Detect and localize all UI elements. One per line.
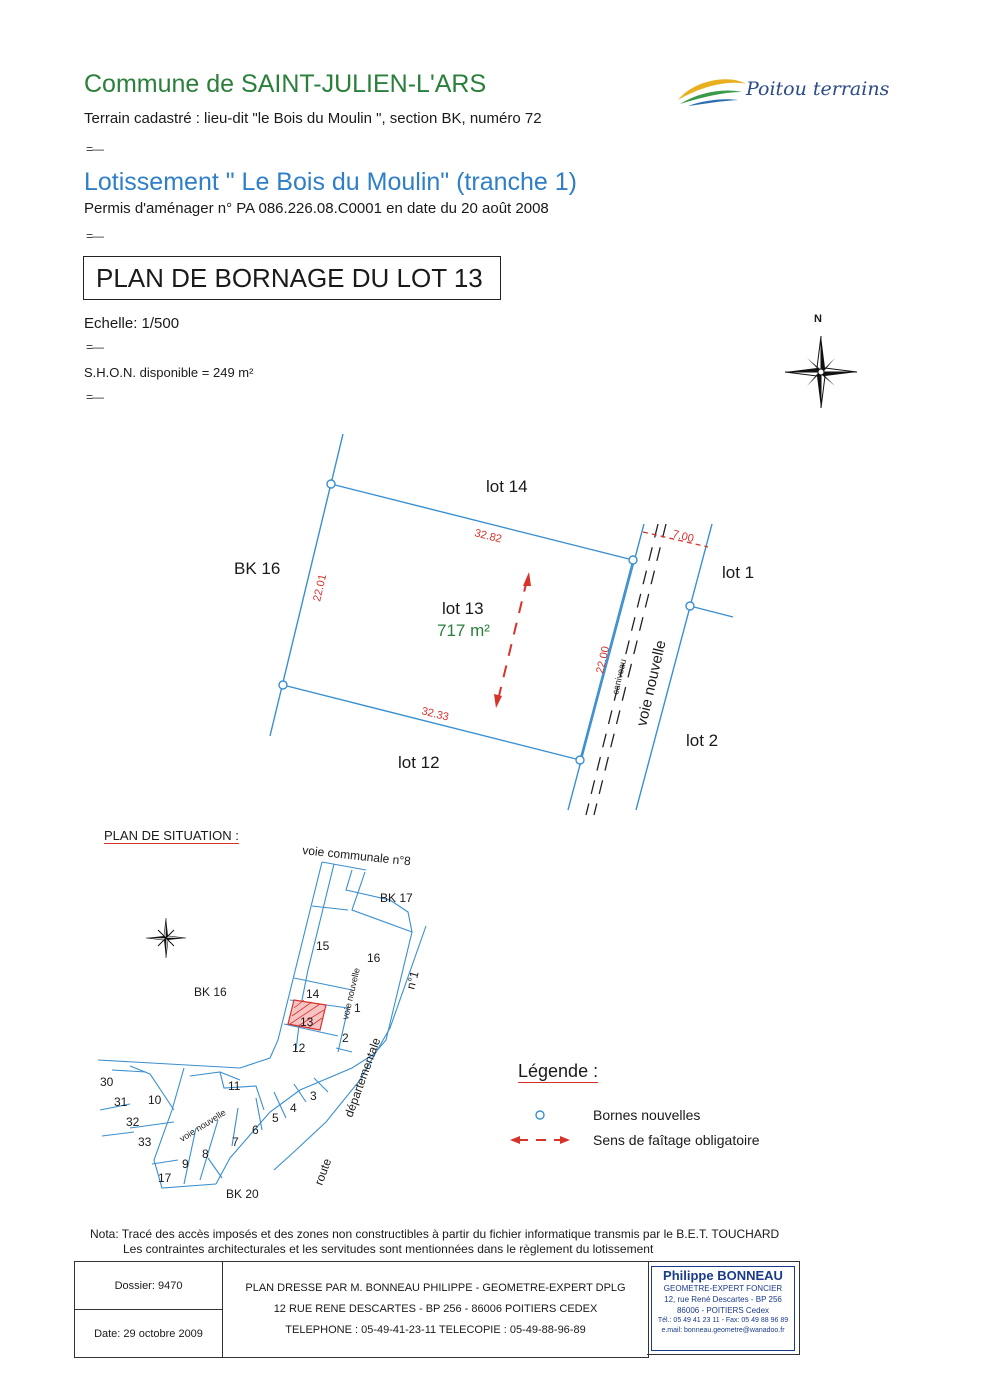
lot-number: 4 xyxy=(290,1101,297,1115)
departementale-label: départementale xyxy=(342,1036,384,1119)
borne-marker xyxy=(575,755,585,765)
borne-marker xyxy=(326,479,336,489)
lot-number: 2 xyxy=(342,1031,349,1045)
faitage-legend-icon xyxy=(510,1136,570,1144)
lot14-label: lot 14 xyxy=(486,477,528,496)
bureau-cell: PLAN DRESSE PAR M. BONNEAU PHILIPPE - GE… xyxy=(222,1261,649,1358)
bk16-label: BK 16 xyxy=(234,559,280,578)
date-cell: Date: 29 octobre 2009 xyxy=(74,1309,223,1358)
legend-item-faitage: Sens de faîtage obligatoire xyxy=(593,1132,760,1148)
cadastre-text: Terrain cadastré : lieu-dit "le Bois du … xyxy=(84,110,542,127)
faitage-arrow-tail xyxy=(494,694,502,708)
lot13-label: lot 13 xyxy=(442,599,484,618)
lot-number: 15 xyxy=(316,939,330,953)
lot-number: 7 xyxy=(232,1135,239,1149)
bk17-label: BK 17 xyxy=(380,891,413,905)
lot-number: 13 xyxy=(300,1015,314,1029)
lot-number: 14 xyxy=(306,987,320,1001)
borne-marker xyxy=(685,601,695,611)
lot-number: 8 xyxy=(202,1147,209,1161)
dim-road: 7.00 xyxy=(671,528,695,545)
list-marker-icon: =— xyxy=(86,340,104,354)
lot-number: 5 xyxy=(272,1111,279,1125)
lot-number: 31 xyxy=(114,1095,128,1109)
dim-top: 32.82 xyxy=(473,527,503,545)
echelle-text: Echelle: 1/500 xyxy=(84,315,180,332)
north-label: N xyxy=(814,313,822,325)
south-boundary-line xyxy=(282,684,581,761)
logo-swoosh-icon xyxy=(678,79,746,106)
lot1-boundary-line xyxy=(689,605,734,618)
stamp-frame: Philippe BONNEAU GEOMETRE-EXPERT FONCIER… xyxy=(647,1261,800,1355)
east-boundary-line xyxy=(579,559,634,761)
road-width-dimension-line xyxy=(642,531,709,548)
situation-map: 15 16 14 1 13 2 12 11 10 3 4 5 6 7 8 9 1… xyxy=(97,843,427,1201)
legend-item-bornes: Bornes nouvelles xyxy=(593,1107,701,1123)
commune-title: Commune de SAINT-JULIEN-L'ARS xyxy=(84,70,487,98)
lot-number: 10 xyxy=(148,1093,162,1107)
dim-left: 22.01 xyxy=(311,573,329,603)
voie-nouvelle-situation-label-2: voie nouvelle xyxy=(178,1107,228,1143)
route-label: route xyxy=(312,1156,335,1187)
lot-number: 33 xyxy=(138,1135,152,1149)
lotissement-title: Lotissement " Le Bois du Moulin" (tranch… xyxy=(84,168,577,196)
faitage-arrow-head xyxy=(523,572,531,586)
lot-number: 1 xyxy=(354,1001,361,1015)
lot-number: 3 xyxy=(310,1089,317,1103)
stamp-line1: GEOMETRE-EXPERT FONCIER xyxy=(663,1284,783,1293)
voie-communale-label: voie communale n°8 xyxy=(302,843,412,868)
stamp-line4: Tél.: 05 49 41 23 11 - Fax: 05 49 88 96 … xyxy=(657,1317,789,1324)
surveyor-stamp: Philippe BONNEAU GEOMETRE-EXPERT FONCIER… xyxy=(651,1266,795,1351)
lot-number: 12 xyxy=(292,1041,306,1055)
permis-text: Permis d'aménager n° PA 086.226.08.C0001… xyxy=(84,200,549,217)
lot1-label: lot 1 xyxy=(722,563,754,582)
compass-rose-icon xyxy=(784,335,858,409)
borne-legend-icon xyxy=(535,1110,545,1120)
legend-title: Légende : xyxy=(518,1061,599,1083)
shon-text: S.H.O.N. disponible = 249 m² xyxy=(84,365,254,380)
faitage-arrow xyxy=(497,579,528,701)
stamp-line5: e.mail: bonneau.geometre@wanadoo.fr xyxy=(661,1327,785,1334)
stamp-line2: 12, rue René Descartes - BP 256 xyxy=(664,1295,782,1304)
stamp-line3: 86006 - POITIERS Cedex xyxy=(676,1306,770,1315)
borne-marker xyxy=(628,555,638,565)
lot-number: 6 xyxy=(252,1123,259,1137)
lot13-area: 717 m² xyxy=(437,621,490,640)
lot-number: 16 xyxy=(367,951,381,965)
lot-number: 30 xyxy=(100,1075,114,1089)
dossier-cell: Dossier: 9470 xyxy=(74,1261,223,1310)
lot-number: 9 xyxy=(182,1157,189,1171)
footer-cartouche: Dossier: 9470 PLAN DRESSE PAR M. BONNEAU… xyxy=(74,1261,649,1358)
n1-label: n°1 xyxy=(403,969,421,990)
bk16-situation-label: BK 16 xyxy=(194,985,227,999)
north-boundary-line xyxy=(330,483,634,561)
lot13-hatch xyxy=(287,999,327,1031)
logo-text: Poitou terrains xyxy=(746,78,890,100)
nota-line2: Les contraintes architecturales et les s… xyxy=(123,1242,654,1256)
list-marker-icon: =— xyxy=(86,390,104,404)
stamp-name: Philippe BONNEAU xyxy=(663,1268,783,1283)
small-compass-icon xyxy=(145,917,187,959)
situation-title: PLAN DE SITUATION : xyxy=(104,828,239,844)
voie-nouvelle-label: voie nouvelle xyxy=(633,639,669,728)
lot-number: 17 xyxy=(158,1171,172,1185)
bureau-line3: TELEPHONE : 05-49-41-23-11 TELECOPIE : 0… xyxy=(285,1324,586,1336)
borne-marker xyxy=(278,680,288,690)
bureau-line2: 12 RUE RENE DESCARTES - BP 256 - 86006 P… xyxy=(273,1303,598,1315)
road-east-edge xyxy=(635,523,713,811)
dim-right: 22.00 xyxy=(594,645,612,675)
lot-number: 11 xyxy=(228,1079,241,1093)
bornage-plan: lot 14 BK 16 lot 13 717 m² lot 12 lot 1 … xyxy=(234,433,754,816)
plan-title: PLAN DE BORNAGE DU LOT 13 xyxy=(83,256,501,300)
poitou-terrains-logo: Poitou terrains xyxy=(674,70,934,112)
caniveau-lines xyxy=(585,523,667,816)
lot2-label: lot 2 xyxy=(686,731,718,750)
list-marker-icon: =— xyxy=(86,229,104,243)
nota-line1: Nota: Tracé des accès imposés et des zon… xyxy=(90,1227,780,1241)
list-marker-icon: =— xyxy=(86,142,104,156)
lot-number: 32 xyxy=(126,1115,140,1129)
bk20-label: BK 20 xyxy=(226,1187,259,1201)
bureau-line1: PLAN DRESSE PAR M. BONNEAU PHILIPPE - GE… xyxy=(245,1282,626,1294)
lot12-label: lot 12 xyxy=(398,753,440,772)
